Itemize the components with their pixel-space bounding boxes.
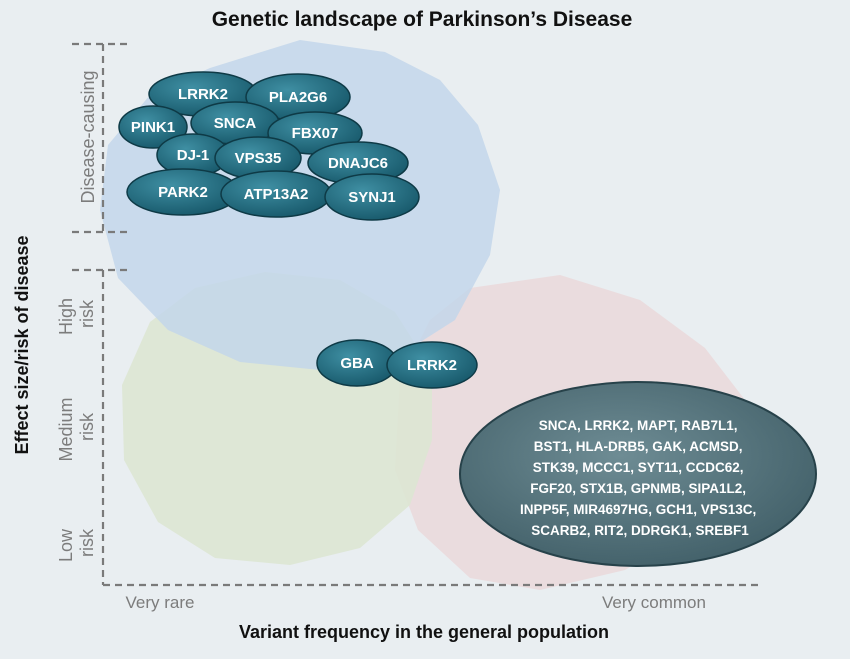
band-label-medium-risk: Medium risk [56,392,97,461]
x-axis-title: Variant frequency in the general populat… [239,622,609,642]
common-variants-text: SNCA, LRRK2, MAPT, RAB7L1, BST1, HLA-DRB… [520,418,760,538]
band-label-disease-causing: Disease-causing [78,70,98,203]
y-axis-title: Effect size/risk of disease [12,235,32,454]
svg-text:PLA2G6: PLA2G6 [269,89,327,106]
band-label-low-risk: Low risk [56,524,97,562]
svg-text:FBX07: FBX07 [292,125,339,142]
gene-atp13a2: ATP13A2 [220,170,332,218]
gene-snca: SNCA [190,101,280,145]
gene-dnajc6: DNAJC6 [307,141,409,185]
band-label-high-risk: High risk [56,293,97,335]
x-axis-label-very-rare: Very rare [126,593,195,612]
gene-park2: PARK2 [126,168,240,216]
svg-text:DJ-1: DJ-1 [177,147,210,164]
gene-vps35: VPS35 [214,136,302,180]
disease-causing-cluster: LRRK2 PLA2G6 PINK1 SNCA FBX07 DJ-1 VPS35 [118,71,420,221]
svg-text:ATP13A2: ATP13A2 [244,186,309,203]
gene-gba: GBA [316,339,398,387]
svg-text:LRRK2: LRRK2 [178,86,228,103]
common-variants-cluster: SNCA, LRRK2, MAPT, RAB7L1, BST1, HLA-DRB… [459,381,817,567]
page-title: Genetic landscape of Parkinson’s Disease [212,8,633,31]
svg-text:DNAJC6: DNAJC6 [328,155,388,172]
svg-text:SYNJ1: SYNJ1 [348,189,396,206]
svg-text:VPS35: VPS35 [235,150,282,167]
x-axis-label-very-common: Very common [602,593,706,612]
medium-risk-cluster: GBA LRRK2 [316,339,478,389]
svg-text:SNCA: SNCA [214,115,257,132]
gene-pla2g6: PLA2G6 [245,73,351,121]
svg-text:PARK2: PARK2 [158,184,208,201]
svg-text:PINK1: PINK1 [131,119,175,136]
svg-text:LRRK2: LRRK2 [407,357,457,374]
gene-synj1: SYNJ1 [324,173,420,221]
gene-pink1: PINK1 [118,105,188,149]
gene-lrrk2-medium: LRRK2 [386,341,478,389]
svg-text:GBA: GBA [340,355,374,372]
